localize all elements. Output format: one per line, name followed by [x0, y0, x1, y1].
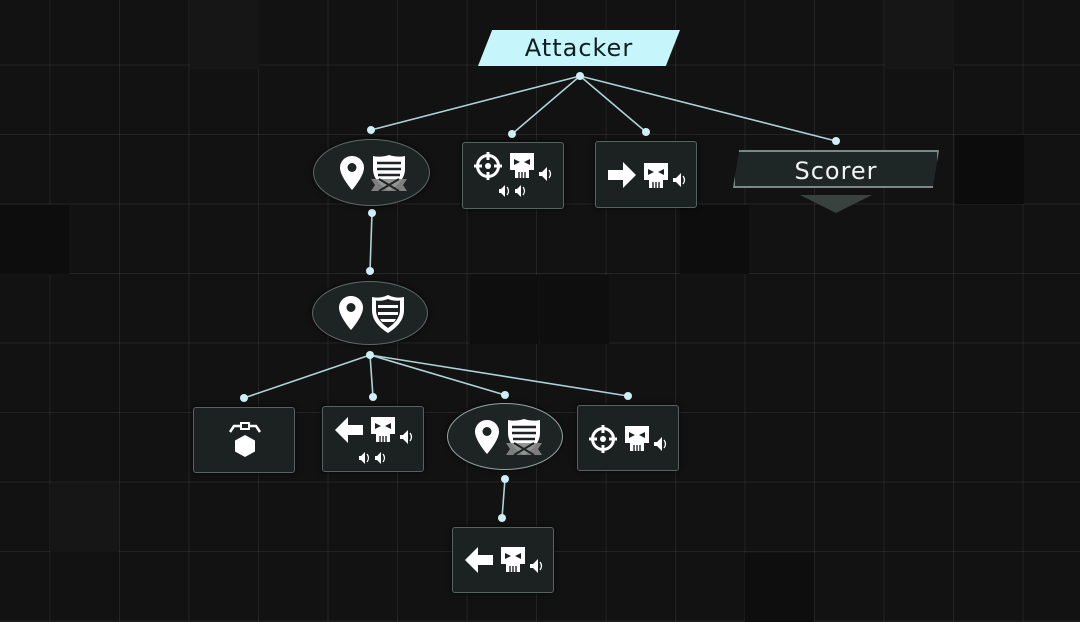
- gear-hex-icon: [228, 422, 262, 457]
- arrow-right-icon: [608, 162, 636, 188]
- tree-node-deploy-gadget[interactable]: [193, 407, 295, 473]
- tree-node-retreat-kill[interactable]: [322, 406, 424, 472]
- shield-banner-icon: [371, 155, 407, 192]
- grid-tile: [540, 275, 609, 344]
- chevron-down-icon[interactable]: [800, 195, 872, 213]
- tree-node-aim-kill[interactable]: [462, 142, 564, 209]
- skull-icon: [371, 417, 395, 442]
- tree-node-move-to-defend[interactable]: [312, 281, 428, 345]
- branch-node-scorer[interactable]: Scorer: [733, 150, 939, 188]
- crosshair-icon: [589, 425, 617, 453]
- tree-node-aim-kill-2[interactable]: [577, 405, 679, 471]
- crosshair-icon: [474, 152, 502, 180]
- location-pin-icon: [475, 420, 499, 454]
- grid-tile: [190, 0, 259, 69]
- location-pin-icon: [339, 296, 363, 330]
- location-pin-icon: [340, 156, 364, 190]
- sound-icon: [539, 167, 552, 181]
- sound-double-icon: [499, 185, 526, 197]
- grid-tile: [50, 483, 119, 552]
- sound-icon: [400, 430, 413, 444]
- skull-icon: [510, 153, 534, 178]
- shield-banner-icon: [506, 419, 542, 456]
- grid-tile: [745, 553, 814, 622]
- grid-tile: [680, 205, 749, 274]
- sound-icon: [673, 173, 686, 187]
- tree-node-move-to-guard[interactable]: [313, 139, 430, 206]
- sound-double-icon: [359, 452, 386, 464]
- tree-node-move-to-guard-2[interactable]: [447, 403, 563, 470]
- sound-icon: [654, 437, 667, 451]
- sound-icon: [530, 559, 543, 573]
- grid-tile: [955, 135, 1024, 204]
- root-node-attacker[interactable]: Attacker: [478, 30, 680, 66]
- grid-tile: [885, 0, 954, 69]
- grid-tile: [470, 275, 539, 344]
- skull-icon: [625, 426, 649, 451]
- arrow-left-icon: [465, 547, 493, 573]
- grid-tile: [0, 205, 69, 274]
- shield-icon: [372, 295, 404, 333]
- arrow-left-icon: [335, 417, 363, 443]
- tree-node-advance-kill[interactable]: [595, 141, 697, 208]
- skull-icon: [501, 547, 525, 572]
- tree-node-retreat-kill-2[interactable]: [452, 527, 554, 593]
- skull-icon: [644, 163, 668, 188]
